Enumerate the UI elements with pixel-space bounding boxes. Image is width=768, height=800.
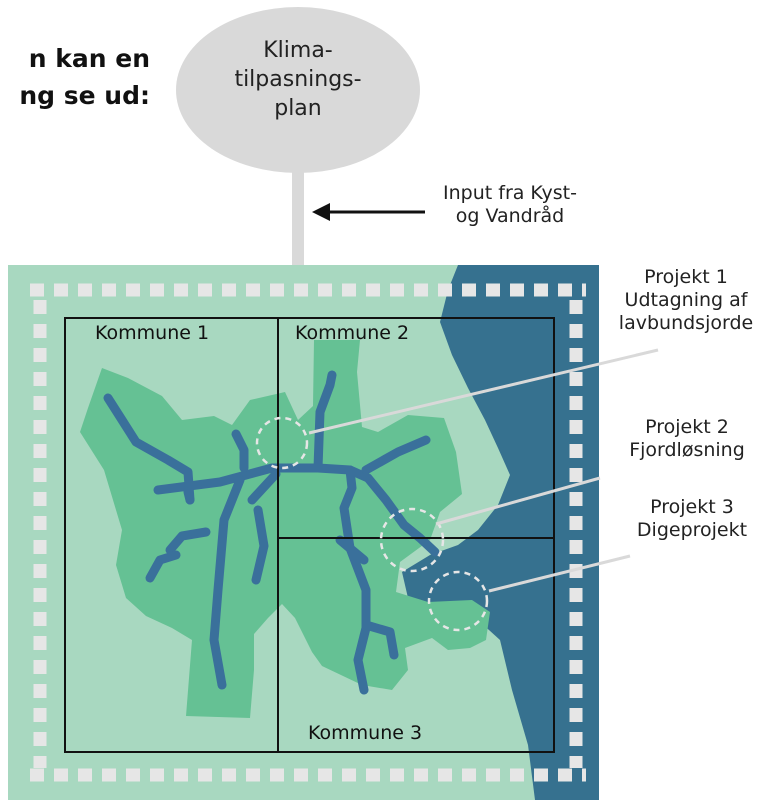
project-1-line-1: Projekt 1	[644, 266, 728, 288]
plan-ellipse	[176, 7, 420, 173]
project-1-line-2: Udtagning af	[624, 289, 748, 311]
plan-label-line-1: Klima-	[263, 38, 333, 63]
project-1-line-3: lavbundsjorde	[618, 312, 754, 334]
project-1-marker	[255, 416, 309, 470]
heading-line-2: ng se ud:	[19, 81, 150, 110]
project-3-line-1: Projekt 3	[650, 496, 734, 518]
project-2-marker	[379, 507, 445, 573]
project-3-marker	[427, 570, 489, 632]
project-leader-lines	[308, 348, 659, 593]
plan-label-line-3: plan	[274, 96, 322, 121]
heading-line-1: n kan en	[28, 44, 150, 73]
project-2-label: Projekt 2 Fjordløsning	[615, 416, 759, 462]
river-network	[103, 370, 440, 695]
municipality-3-label: Kommune 3	[308, 722, 423, 744]
municipality-boundaries	[64, 317, 555, 753]
input-note-line-1: Input fra Kyst-	[443, 182, 577, 204]
project-2-line-1: Projekt 2	[645, 416, 729, 438]
project-3-label: Projekt 3 Digeprojekt	[630, 496, 754, 542]
input-note: Input fra Kyst- og Vandråd	[440, 182, 580, 228]
plan-label: Klima- tilpasnings- plan	[200, 36, 396, 123]
plan-label-line-2: tilpasnings-	[234, 67, 362, 92]
input-note-line-2: og Vandråd	[455, 205, 565, 227]
map-dashed-frame	[30, 283, 586, 782]
project-2-line-2: Fjordløsning	[629, 439, 745, 461]
diagram-heading: n kan en ng se ud:	[0, 40, 150, 114]
municipality-2-label: Kommune 2	[295, 322, 410, 344]
project-3-line-2: Digeprojekt	[636, 519, 748, 541]
project-1-label: Projekt 1 Udtagning af lavbundsjorde	[608, 266, 764, 335]
input-arrow-head	[312, 203, 330, 221]
plan-connector	[292, 168, 304, 286]
municipality-1-label: Kommune 1	[95, 322, 210, 344]
sea-region	[402, 265, 599, 800]
catchment-area	[80, 340, 490, 718]
